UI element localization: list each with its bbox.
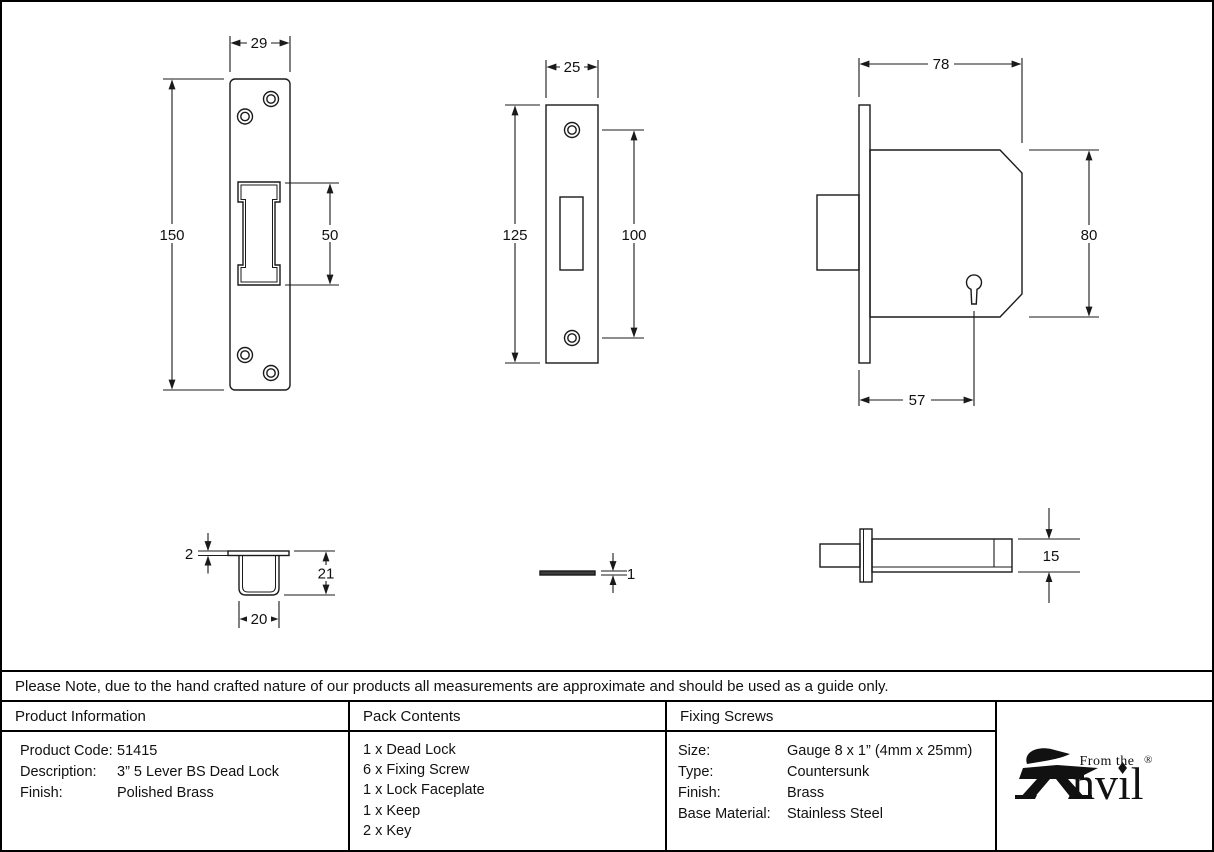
keep-profile-view	[227, 550, 290, 596]
dim-keep-slot: 50	[322, 227, 339, 244]
dim-keep-width: 29	[251, 35, 268, 52]
list-item: 1 x Keep	[363, 802, 421, 819]
table-row: Size: Gauge 8 x 1” (4mm x 25mm)	[678, 741, 995, 762]
finish-value: Polished Brass	[117, 785, 214, 801]
table-row: Type: Countersunk	[678, 762, 995, 783]
row-label: Finish:	[20, 785, 63, 801]
row-label: Type:	[678, 764, 714, 780]
logo-wordmark: nvıl	[1072, 758, 1144, 809]
list-item: 2 x Key	[363, 822, 412, 839]
product-information-column: Product Information Product Code: 51415 …	[2, 702, 350, 850]
lock-faceplate-edge	[858, 104, 871, 364]
product-code-value: 51415	[117, 743, 158, 759]
fixing-screws-header: Fixing Screws	[667, 702, 995, 732]
brand-logo-cell: From the nvıl ®	[997, 702, 1212, 850]
row-label: Product Code:	[20, 743, 113, 759]
dim-lock-backset: 57	[909, 392, 926, 409]
dim-keep-height: 150	[159, 227, 184, 244]
description-value: 3” 5 Lever BS Dead Lock	[117, 764, 280, 780]
faceplate-slot	[559, 196, 584, 271]
lock-body-top-view	[819, 528, 1013, 583]
lock-case-top	[871, 538, 1013, 573]
screw-size-value: Gauge 8 x 1” (4mm x 25mm)	[787, 743, 973, 759]
lock-bolt	[816, 194, 860, 271]
keep-front-view	[229, 78, 291, 391]
lock-body-side-view	[816, 104, 1023, 364]
lock-body-side-dimensions: 78 80 57	[858, 56, 1103, 409]
lock-case	[869, 149, 1023, 318]
note-text: Please Note, due to the hand crafted nat…	[15, 677, 889, 695]
dim-keep-depth: 21	[318, 566, 335, 583]
table-row: Base Material: Stainless Steel	[678, 804, 995, 825]
screw-material-value: Stainless Steel	[787, 806, 883, 822]
dim-lock-height: 80	[1081, 227, 1098, 244]
table-row: Product Code: 51415	[20, 741, 348, 762]
list-item: 1 x Dead Lock	[363, 742, 456, 758]
table-row: Finish: Polished Brass	[20, 783, 348, 804]
dim-faceplate-thickness: 1	[627, 566, 635, 583]
lock-bolt-top	[819, 543, 861, 568]
row-label: Size:	[678, 743, 711, 759]
dim-faceplate-width: 25	[564, 59, 581, 76]
faceplate-front-dimensions: 25 125 100	[499, 59, 651, 364]
row-label: Base Material:	[678, 806, 771, 822]
info-table: Product Information Product Code: 51415 …	[2, 702, 1212, 850]
anvil-icon	[1015, 748, 1098, 799]
dim-keep-width-profile: 20	[251, 611, 268, 628]
lock-faceplate-top	[859, 528, 873, 583]
screw-finish-value: Brass	[787, 785, 825, 801]
faceplate-edge-dimensions: 1	[601, 553, 635, 593]
dim-lock-depth: 78	[933, 56, 950, 73]
row-label: Finish:	[678, 785, 721, 801]
dim-faceplate-holes: 100	[621, 227, 646, 244]
product-information-header: Product Information	[2, 702, 348, 732]
lock-body-top-dimensions: 15	[1018, 508, 1080, 603]
screw-type-value: Countersunk	[787, 764, 870, 780]
list-item: 6 x Fixing Screw	[363, 762, 470, 779]
pack-contents-header: Pack Contents	[350, 702, 665, 732]
keep-profile-dimensions: 2 21 20	[185, 533, 338, 628]
keyhole	[965, 274, 983, 305]
row-label: Description:	[20, 764, 97, 780]
dim-lock-thickness: 15	[1043, 548, 1060, 565]
faceplate-front-view	[545, 104, 599, 364]
fixing-screws-column: Fixing Screws Size: Gauge 8 x 1” (4mm x …	[667, 702, 997, 850]
anvil-logo: From the nvıl ®	[1015, 748, 1152, 809]
faceplate-edge-view	[539, 570, 596, 576]
registered-trademark: ®	[1144, 754, 1152, 766]
table-row: Description: 3” 5 Lever BS Dead Lock	[20, 762, 348, 783]
dim-keep-lip: 2	[185, 546, 193, 563]
keep-front-dimensions: 29 150 50	[156, 35, 343, 391]
note-bar: Please Note, due to the hand crafted nat…	[2, 670, 1212, 702]
technical-drawings: 29 150 50 25	[156, 35, 1103, 628]
keep-slot	[237, 181, 281, 286]
dim-faceplate-height: 125	[502, 227, 527, 244]
pack-contents-column: Pack Contents 1 x Dead Lock 6 x Fixing S…	[350, 702, 667, 850]
list-item: 1 x Lock Faceplate	[363, 782, 485, 799]
table-row: Finish: Brass	[678, 783, 995, 804]
